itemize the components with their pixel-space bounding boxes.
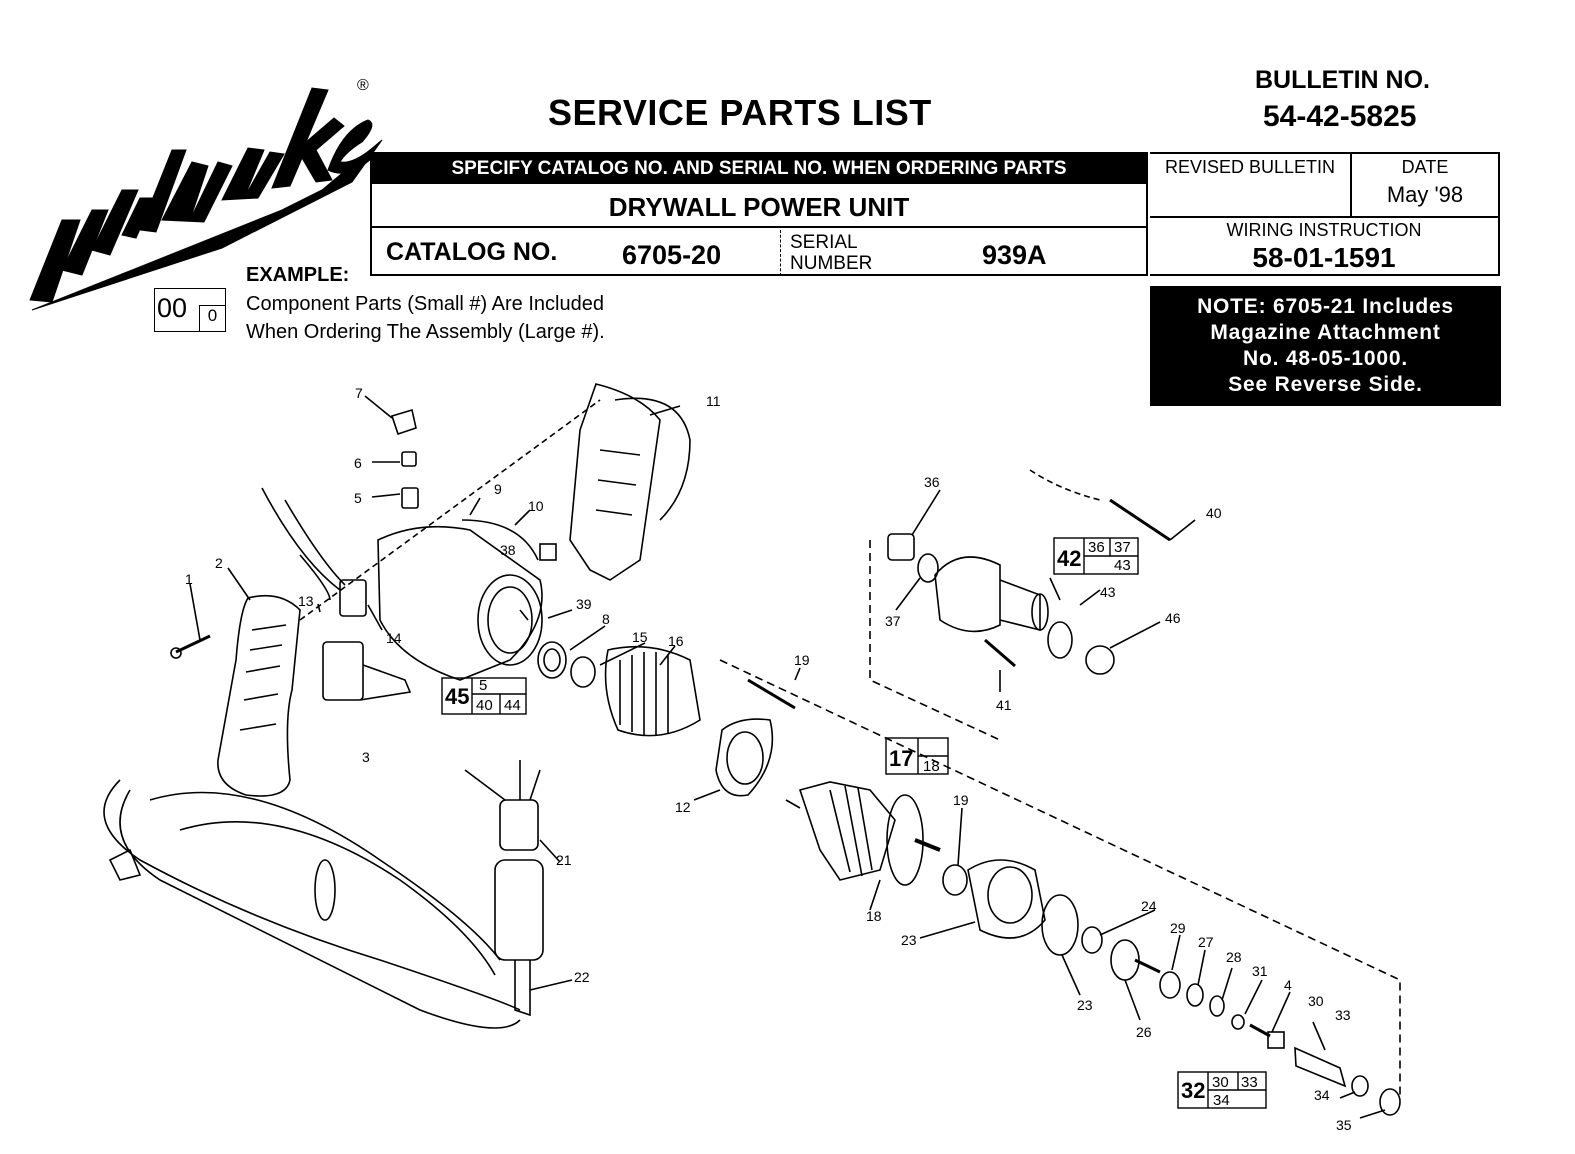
part-label-1: 1 xyxy=(185,571,193,587)
svg-text:®: ® xyxy=(357,77,369,94)
assembly-42-small-bottom: 43 xyxy=(1114,557,1131,574)
example-text: Component Parts (Small #) Are Included W… xyxy=(246,290,605,346)
ordering-instruction: SPECIFY CATALOG NO. AND SERIAL NO. WHEN … xyxy=(372,154,1146,184)
revision-table: REVISED BULLETIN DATE May '98 WIRING INS… xyxy=(1150,152,1500,276)
assembly-42-small-b: 37 xyxy=(1114,539,1131,556)
note-line2: Magazine Attachment xyxy=(1210,321,1441,344)
note-line1: NOTE: 6705-21 Includes xyxy=(1197,295,1454,318)
part-label-21: 21 xyxy=(556,852,572,868)
note-line4: See Reverse Side. xyxy=(1228,373,1423,396)
part-label-35: 35 xyxy=(1336,1117,1352,1133)
part-label-24: 23 xyxy=(1077,997,1093,1013)
part-label-29: 29 xyxy=(1170,920,1186,936)
part-label-33: 33 xyxy=(1335,1007,1351,1023)
assembly-32-small-b: 33 xyxy=(1241,1074,1258,1091)
part-label-30: 30 xyxy=(1308,993,1324,1009)
part-label-23: 23 xyxy=(901,932,917,948)
bulletin-number: 54-42-5825 xyxy=(1263,100,1417,133)
part-label-19: 19 xyxy=(953,792,969,808)
exploded-diagram: 7 6 5 9 10 11 38 1 2 13 14 39 8 15 16 19… xyxy=(103,383,1401,1133)
part-label-36: 36 xyxy=(924,474,940,490)
example-small-number: 0 xyxy=(199,305,225,331)
example-line2: When Ordering The Assembly (Large #). xyxy=(246,321,605,343)
assembly-42-number: 42 xyxy=(1057,546,1081,571)
part-label-2: 2 xyxy=(215,555,223,571)
part-label-12: 12 xyxy=(675,799,691,815)
assembly-labels: 45 5 40 44 42 36 37 43 17 18 32 30 33 34 xyxy=(445,539,1258,1109)
example-box: 00 0 xyxy=(154,288,226,332)
part-label-18: 18 xyxy=(866,908,882,924)
part-label-9: 9 xyxy=(494,481,502,497)
example-label: EXAMPLE: xyxy=(246,264,350,286)
assembly-32-small-bottom: 34 xyxy=(1213,1092,1230,1109)
part-label-11: 11 xyxy=(706,393,721,409)
part-label-38: 38 xyxy=(500,542,516,558)
part-label-3: 3 xyxy=(362,749,370,765)
part-label-46: 46 xyxy=(1165,610,1181,626)
part-label-26: 26 xyxy=(1136,1024,1152,1040)
assembly-42-small-a: 36 xyxy=(1088,539,1105,556)
assembly-boxes xyxy=(441,537,1267,1109)
catalog-label: CATALOG NO. xyxy=(386,238,558,266)
product-name: DRYWALL POWER UNIT xyxy=(372,184,1146,228)
part-label-10: 10 xyxy=(528,498,544,514)
part-label-43: 43 xyxy=(1100,584,1116,600)
assembly-17-number: 17 xyxy=(889,746,913,771)
part-labels: 7 6 5 9 10 11 38 1 2 13 14 39 8 15 16 19… xyxy=(185,385,1352,1133)
part-label-34: 34 xyxy=(1314,1087,1330,1103)
part-label-28: 28 xyxy=(1226,949,1242,965)
part-label-25: 24 xyxy=(1141,898,1157,914)
page-title: SERVICE PARTS LIST xyxy=(548,92,932,133)
assembly-45-small-top: 5 xyxy=(479,677,487,694)
part-label-37: 37 xyxy=(885,613,901,629)
part-label-31: 31 xyxy=(1252,963,1268,979)
serial-number: 939A xyxy=(982,240,1047,270)
example-big-number: 00 xyxy=(157,293,188,323)
assembly-45-small-b: 44 xyxy=(504,697,521,714)
part-label-15: 15 xyxy=(632,629,648,645)
serial-label-line1: SERIAL xyxy=(790,232,858,253)
part-label-8: 8 xyxy=(602,611,610,627)
serial-label-line2: NUMBER xyxy=(790,253,873,274)
header-table: SPECIFY CATALOG NO. AND SERIAL NO. WHEN … xyxy=(370,152,1148,276)
part-label-14: 14 xyxy=(386,630,402,646)
part-label-22: 22 xyxy=(574,969,590,985)
wiring-label: WIRING INSTRUCTION xyxy=(1226,220,1422,240)
part-label-27: 27 xyxy=(1198,934,1214,950)
assembly-32-number: 32 xyxy=(1181,1078,1205,1103)
revision-divider xyxy=(1150,216,1498,218)
date-value: May '98 xyxy=(1386,182,1464,207)
assembly-32-small-a: 30 xyxy=(1212,1074,1229,1091)
serial-divider xyxy=(780,230,781,276)
assembly-45-number: 45 xyxy=(445,684,469,709)
bulletin-label: BULLETIN NO. xyxy=(1255,66,1430,94)
part-label-41: 41 xyxy=(996,697,1012,713)
catalog-number: 6705-20 xyxy=(622,240,722,270)
part-label-16: 16 xyxy=(668,633,684,649)
assembly-17-small-bottom: 18 xyxy=(923,758,940,775)
part-label-5: 5 xyxy=(354,490,362,506)
note-line3: No. 48-05-1000. xyxy=(1243,347,1408,370)
part-label-13: 13 xyxy=(298,593,314,609)
part-label-7: 7 xyxy=(355,385,363,401)
part-label-39: 40 xyxy=(1206,505,1222,521)
part-label-20: 19 xyxy=(794,652,810,668)
wiring-number: 58-01-1591 xyxy=(1252,242,1396,273)
part-label-4: 4 xyxy=(1284,977,1292,993)
example-line1: Component Parts (Small #) Are Included xyxy=(246,293,604,315)
milwaukee-logo: ® xyxy=(29,77,383,311)
note-box: NOTE: 6705-21 Includes Magazine Attachme… xyxy=(1150,286,1501,406)
serial-label: SERIAL NUMBER xyxy=(790,232,872,274)
assembly-45-small-a: 40 xyxy=(476,697,493,714)
diagram-drawing xyxy=(103,383,1401,1119)
date-label: DATE xyxy=(1401,157,1449,177)
part-label-40: 39 xyxy=(576,596,592,612)
part-label-6: 6 xyxy=(354,455,362,471)
revised-bulletin-label: REVISED BULLETIN xyxy=(1150,154,1352,216)
